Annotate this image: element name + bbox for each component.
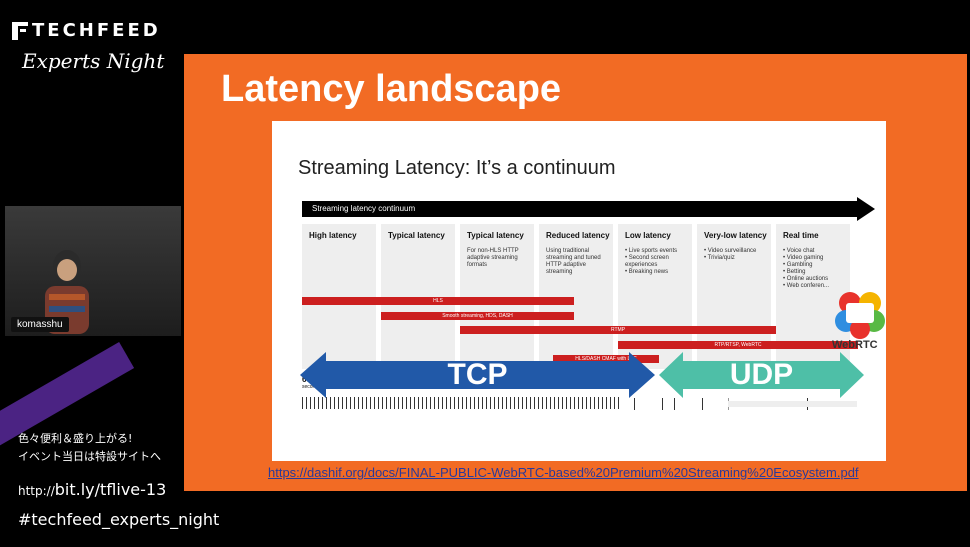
tcp-double-arrow-icon	[300, 352, 655, 398]
use-case-item: Live sports events	[625, 248, 688, 255]
tcp-arrow: TCP	[300, 352, 655, 398]
diagram-title: Streaming Latency: It’s a continuum	[298, 157, 616, 179]
use-case-item: Web conferen...	[783, 283, 846, 290]
webrtc-icon	[835, 292, 885, 339]
promo-url-prefix: http://	[18, 484, 55, 498]
udp-double-arrow-icon	[659, 352, 864, 398]
column-heading: Real time	[783, 231, 819, 240]
slide-title: Latency landscape	[221, 68, 562, 110]
protocol-bar: RTMP	[460, 326, 776, 334]
speaker-name-tag: komasshu	[11, 317, 69, 332]
promo-text: 色々便利＆盛り上がる! イベント当日は特設サイトへ	[18, 430, 161, 466]
use-case-item: Trivia/quiz	[704, 255, 767, 262]
latency-ruler	[302, 397, 857, 410]
techfeed-logo-text: TECHFEED	[32, 20, 161, 41]
techfeed-logo-mark-icon	[12, 21, 28, 40]
protocol-bar: RTP/RTSP, WebRTC	[618, 341, 858, 349]
latency-column: Reduced latency Using traditional stream…	[539, 224, 613, 369]
tick-unit: seconds	[302, 384, 321, 390]
experts-night-title: Experts Night	[22, 49, 165, 73]
promo-hashtag: #techfeed_experts_night	[18, 510, 220, 529]
latency-column: Typical latency	[381, 224, 455, 369]
use-case-item: Video gaming	[783, 255, 846, 262]
column-heading: Low latency	[625, 231, 671, 240]
use-case-item: Breaking news	[625, 269, 688, 276]
udp-label: UDP	[729, 358, 794, 391]
column-heading: High latency	[309, 231, 357, 240]
use-case-item: Online auctions	[783, 276, 846, 283]
techfeed-logo: TECHFEED	[12, 20, 164, 41]
protocol-bar: Smooth streaming, HDS, DASH	[381, 312, 574, 320]
column-heading: Very-low latency	[704, 231, 767, 240]
use-case-item: Second screen experiences	[625, 255, 688, 269]
column-heading: Typical latency	[388, 231, 445, 240]
protocol-bar: HLS/DASH CMAF with LLC	[553, 355, 659, 363]
latency-column: Typical latency For non-HLS HTTP adaptiv…	[460, 224, 534, 369]
source-url-link[interactable]: https://dashif.org/docs/FINAL-PUBLIC-Web…	[268, 465, 859, 480]
webrtc-label: WebRTC	[832, 339, 878, 351]
udp-arrow: UDP	[659, 352, 864, 398]
promo-url-link[interactable]: http://bit.ly/tflive-13	[18, 480, 166, 499]
protocol-bar: HLS	[302, 297, 574, 305]
column-heading: Reduced latency	[546, 231, 610, 240]
tcp-label: TCP	[447, 358, 508, 391]
column-items: Live sports events Second screen experie…	[618, 240, 692, 276]
continuum-arrow: Streaming latency continuum	[302, 201, 857, 217]
ruler-fade	[622, 397, 857, 410]
continuum-arrowhead-icon	[857, 197, 875, 221]
use-case-item: Betting	[783, 269, 846, 276]
promo-line-1: 色々便利＆盛り上がる!	[18, 432, 133, 445]
use-case-item: Gambling	[783, 262, 846, 269]
techfeed-branding: TECHFEED Experts Night	[12, 20, 164, 73]
column-description: For non-HLS HTTP adaptive streaming form…	[467, 248, 519, 268]
latency-column: High latency	[302, 224, 376, 369]
promo-line-2: イベント当日は特設サイトへ	[18, 450, 161, 463]
column-heading: Typical latency	[467, 231, 524, 240]
use-case-item: Voice chat	[783, 248, 846, 255]
speaker-camera-feed: komasshu	[5, 206, 181, 336]
presentation-slide: Latency landscape Streaming Latency: It’…	[184, 54, 967, 491]
column-items: Video surveillance Trivia/quiz	[697, 240, 771, 262]
use-case-item: Video surveillance	[704, 248, 767, 255]
promo-url-text: bit.ly/tflive-13	[54, 480, 167, 499]
latency-diagram: Streaming Latency: It’s a continuum Stre…	[272, 121, 886, 461]
webrtc-logo: WebRTC	[832, 289, 892, 354]
column-description: Using traditional streaming and tuned HT…	[546, 248, 601, 275]
column-items: Voice chat Video gaming Gambling Betting…	[776, 240, 850, 290]
